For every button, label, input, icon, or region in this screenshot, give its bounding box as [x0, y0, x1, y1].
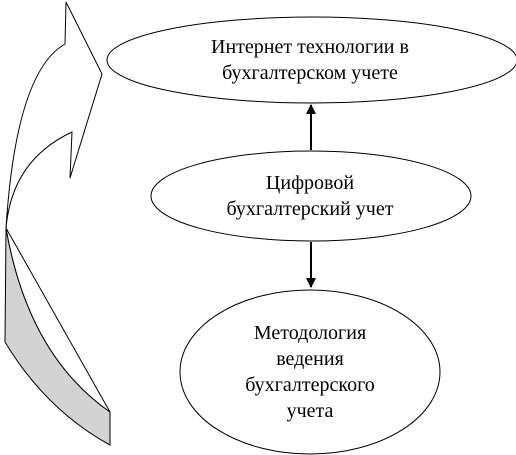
- node-ellipse-bottom: [179, 289, 441, 455]
- node-ellipse-middle: [150, 150, 472, 242]
- node-label-top: Интернет технологии в бухгалтерском учет…: [211, 36, 409, 84]
- node-ellipse-top: [106, 16, 516, 104]
- node-label-middle: Цифровой бухгалтерский учет: [226, 172, 394, 220]
- node-label-bottom: Методология ведения бухгалтерского учета: [245, 322, 375, 422]
- curved-arrow-body: [5, 1, 111, 413]
